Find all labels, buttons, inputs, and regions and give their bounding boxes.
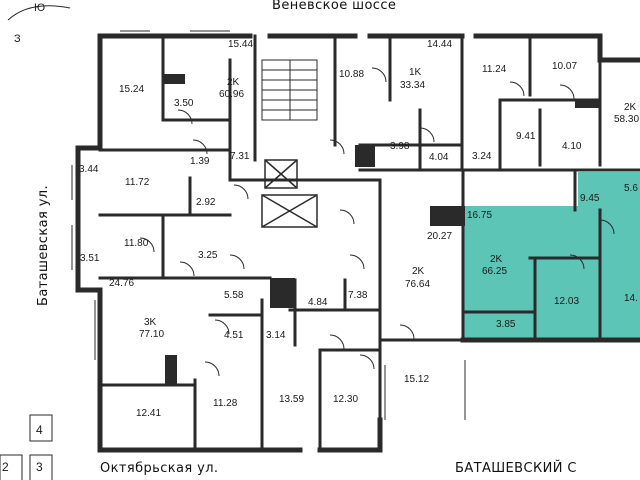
room-label: 4.04 [429, 152, 449, 163]
interior-walls [98, 34, 640, 452]
doors [139, 67, 615, 377]
room-label: 16.75 [467, 210, 493, 221]
room-label: 3.50 [174, 98, 194, 109]
street-bottom-left: Октябрьская ул. [100, 461, 219, 476]
room-label: 9.45 [580, 193, 600, 204]
compass-icon [7, 5, 71, 21]
room-label: 7.31 [230, 151, 250, 162]
room-label: 10.07 [552, 61, 578, 72]
room-label: 11.24 [482, 64, 507, 75]
room-label: 2K [624, 102, 637, 113]
room-label: 4.10 [562, 141, 582, 152]
room-label: 66.25 [482, 266, 508, 277]
room-label: 60.96 [219, 89, 245, 100]
room-label: 1K [409, 67, 422, 78]
street-bottom-right: БАТАШЕВСКИЙ С [455, 461, 577, 476]
room-label: 77.10 [139, 329, 165, 340]
room-label: 14.44 [427, 39, 453, 50]
room-label: 5.58 [224, 290, 244, 301]
room-label: 2K [490, 254, 503, 265]
room-label: 12.41 [136, 408, 162, 419]
room-label: 3K [144, 317, 157, 328]
room-label: 3.24 [472, 151, 492, 162]
room-label: 20.27 [427, 231, 453, 242]
floor-selector-frame [0, 414, 53, 480]
street-top: Венёвское шоссе [272, 0, 397, 13]
room-label: 12.30 [333, 394, 359, 405]
selected-apartment-fill[interactable] [463, 172, 640, 338]
compass-west: З [14, 33, 21, 45]
room-label: 58.30 [614, 114, 640, 125]
room-label: 33.34 [400, 80, 426, 91]
room-label: 4.84 [308, 297, 328, 308]
room-label: 11.80 [124, 238, 149, 249]
room-label: 15.44 [228, 39, 254, 50]
room-label: 3.51 [80, 253, 100, 264]
room-label: 3.85 [496, 319, 516, 330]
room-label: 4.51 [224, 330, 244, 341]
room-label: 11.28 [213, 398, 238, 409]
room-label: 3.44 [79, 164, 99, 175]
street-left: Баташевская ул. [36, 184, 51, 306]
room-label: 7.38 [348, 290, 368, 301]
structural-columns [163, 74, 600, 385]
room-label: 2K [412, 266, 425, 277]
room-label: 3.98 [390, 141, 410, 152]
room-label: 1.39 [190, 156, 210, 167]
floor-2-button[interactable]: 2 [2, 460, 9, 474]
room-label: 2.92 [196, 197, 216, 208]
room-label: 12.03 [554, 296, 580, 307]
floor-4-button[interactable]: 4 [36, 423, 43, 437]
room-label: 5.6 [624, 183, 638, 194]
room-label: 3.25 [198, 250, 218, 261]
room-label: 9.41 [516, 131, 536, 142]
room-label: 2K [227, 77, 240, 88]
room-label: 10.88 [339, 69, 365, 80]
elevators [261, 159, 318, 228]
room-label: 15.12 [404, 374, 430, 385]
compass-south: Ю [34, 2, 46, 14]
room-label: 3.14 [266, 330, 286, 341]
floor-3-button[interactable]: 3 [36, 460, 43, 474]
room-label: 24.76 [109, 278, 135, 289]
room-label: 14. [624, 293, 638, 304]
room-label: 76.64 [405, 279, 431, 290]
room-label: 11.72 [125, 177, 150, 188]
windows [71, 30, 466, 420]
room-label: 13.59 [279, 394, 305, 405]
room-label: 15.24 [119, 84, 145, 95]
stairwell [261, 59, 318, 121]
